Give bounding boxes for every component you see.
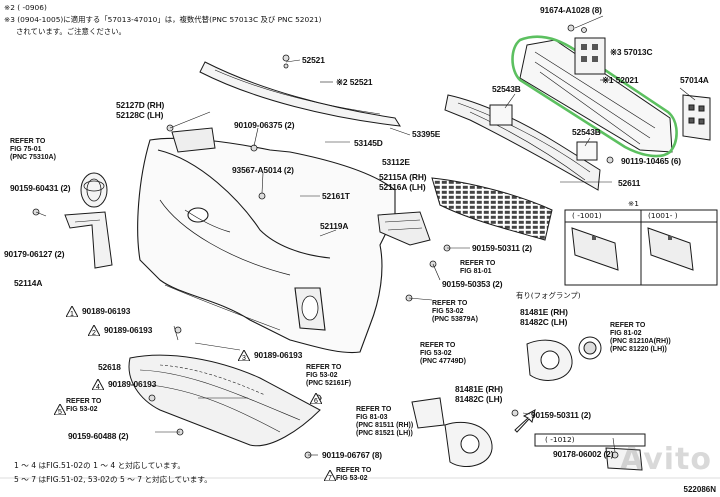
emblem — [80, 172, 108, 208]
label-90189-a: 90189-06193 — [82, 306, 131, 316]
inset-label-c: ( -1012) — [545, 435, 575, 444]
ref-fig-75-01: REFER TO FIG 75-01 (PNC 75310A) — [10, 138, 56, 162]
label-93567: 93567-A5014 (2) — [232, 165, 294, 175]
ref-fig-53-02-d: REFER TO FIG 53-02 — [66, 398, 102, 414]
label-90189-c: 90189-06193 — [254, 350, 303, 360]
label-52521-b: ※2 52521 — [336, 77, 373, 87]
grille-piece-52115a — [377, 211, 431, 246]
inset-label-a: ( -1001) — [572, 211, 602, 220]
ref-fig-81-02: REFER TO FIG 81-02 (PNC 81210A(RH)) (PNC… — [610, 322, 671, 354]
ref-fig-53-02-e: REFER TO FIG 53-02 — [336, 467, 372, 483]
label-81482c-b: 81482C (LH) — [455, 394, 503, 404]
label-52128c: 52128C (LH) — [116, 110, 164, 120]
label-52115a: 52115A (RH) — [379, 172, 427, 182]
svg-text:3: 3 — [242, 355, 246, 361]
marker-7: 7 — [324, 470, 336, 481]
figure-id: 522086N — [683, 485, 716, 494]
marker-1: 1 — [66, 306, 78, 317]
ref-fig-81-01: REFER TO FIG 81-01 — [460, 260, 496, 276]
label-52021: ※1 52021 — [602, 75, 639, 85]
label-57014a: 57014A — [680, 75, 709, 85]
label-52161t: 52161T — [322, 191, 350, 201]
label-90159-c: 90159-50353 (2) — [442, 279, 503, 289]
label-52543b-a: 52543B — [492, 84, 521, 94]
label-90159-e: 90159-60488 (2) — [68, 431, 129, 441]
marker-3: 3 — [238, 350, 250, 361]
label-53112e: 53112E — [382, 157, 410, 167]
label-52618: 52618 — [98, 362, 121, 372]
label-81482c-a: 81482C (LH) — [520, 317, 568, 327]
label-52114a: 52114A — [14, 278, 43, 288]
label-90179: 90179-06127 (2) — [4, 249, 65, 259]
note-line-2: ※3 (0904-1005)に適用する「57013-47010」は，複数代替(P… — [4, 15, 322, 24]
under-cover-52618 — [128, 354, 321, 447]
label-53395e: 53395E — [412, 129, 441, 139]
label-90109: 90109-06375 (2) — [234, 120, 295, 130]
label-90119-a: 90119-10465 (6) — [621, 156, 681, 166]
label-52543b-b: 52543B — [572, 127, 601, 137]
legend-line-1: 1 ～ 4 はFIG.51-02の 1 ～ 4 と対応しています。 — [14, 461, 185, 470]
marker-6: 6 — [310, 393, 322, 404]
bumper-cover-52119a — [137, 137, 396, 354]
svg-text:5: 5 — [58, 409, 62, 415]
legend-line-2: 5 ～ 7 はFIG.51-02, 53-02の 5 ～ 7 と対応しています。 — [14, 475, 212, 484]
inset-box-bottom — [534, 433, 646, 447]
label-52521-a: 52521 — [302, 55, 325, 65]
label-52119a: 52119A — [320, 221, 349, 231]
lower-grille-53112e — [431, 177, 553, 241]
marker-4: 4 — [92, 379, 104, 390]
highlight-outline — [511, 35, 678, 158]
label-90189-d: 90189-06193 — [108, 379, 157, 389]
svg-text:2: 2 — [92, 330, 96, 336]
label-57013c: ※3 57013C — [610, 47, 653, 57]
upper-strip-53395e — [199, 61, 401, 127]
watermark-logo: Avito — [620, 442, 712, 477]
bracket-57014a — [682, 94, 711, 141]
label-fog-lamp: 有り(フォグランプ) — [516, 291, 581, 300]
absorber-52611 — [444, 94, 601, 191]
svg-text:1: 1 — [70, 311, 74, 317]
label-81481e-b: 81481E (RH) — [455, 384, 503, 394]
label-90159-d: 90159-50311 (2) — [531, 410, 591, 420]
svg-text:7: 7 — [328, 475, 332, 481]
label-52611: 52611 — [618, 178, 641, 188]
label-90178: 90178-06002 (2) — [553, 449, 614, 459]
label-90119-b: 90119-06767 (8) — [322, 450, 382, 460]
label-90189-b: 90189-06193 — [104, 325, 153, 335]
bumper-reinforcement-52021 — [511, 35, 678, 158]
license-bracket-52114a — [64, 211, 113, 269]
ref-fig-53-02-a: REFER TO FIG 53-02 (PNC 53879A) — [432, 300, 478, 324]
label-star1: ※1 — [628, 199, 639, 208]
label-91674: 91674-A1028 (8) — [540, 5, 602, 15]
label-52127d: 52127D (RH) — [116, 100, 165, 110]
note-line-1: ※2 ( -0906) — [4, 3, 47, 12]
ref-fig-81-03: REFER TO FIG 81-03 (PNC 81511 (RH)) (PNC… — [356, 406, 414, 438]
side-bracket-52127d — [171, 127, 216, 153]
label-53145d: 53145D — [354, 138, 383, 148]
leader-lines — [35, 15, 696, 456]
marker-5: 5 — [54, 404, 66, 415]
svg-text:6: 6 — [314, 398, 318, 404]
ref-fig-53-02-c: REFER TO FIG 53-02 (PNC 52161F) — [306, 364, 352, 388]
ref-fig-53-02-b: REFER TO FIG 53-02 (PNC 47749D) — [420, 342, 466, 366]
label-52116a: 52116A (LH) — [379, 182, 426, 192]
marker-2: 2 — [88, 325, 100, 336]
fog-lamp-parts — [411, 336, 643, 471]
direction-arrow — [514, 409, 536, 433]
note-line-3: されています。ご注意ください。 — [16, 27, 126, 36]
label-90159-a: 90159-60431 (2) — [10, 183, 71, 193]
inset-label-b: (1001- ) — [648, 211, 678, 220]
svg-text:4: 4 — [96, 384, 100, 390]
label-81481e-a: 81481E (RH) — [520, 307, 568, 317]
label-90159-b: 90159-50311 (2) — [472, 243, 532, 253]
